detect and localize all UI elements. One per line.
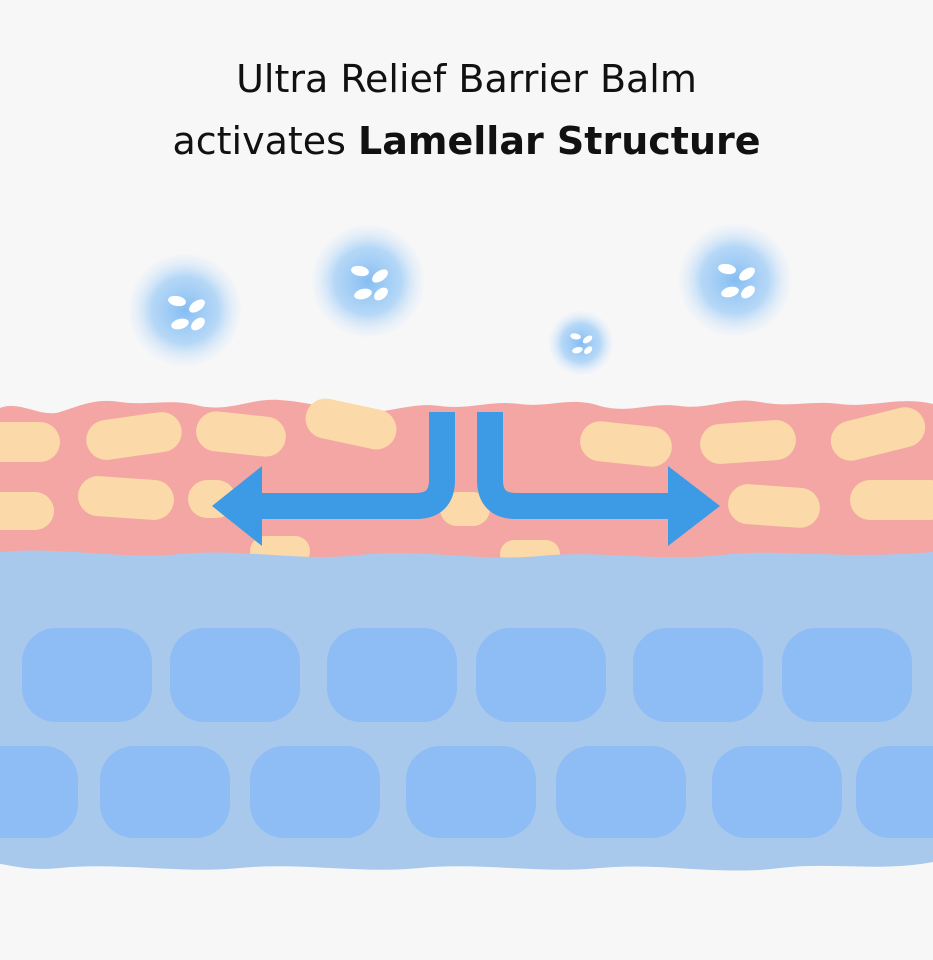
split-arrow-icon [212,412,720,546]
diagram-title: Ultra Relief Barrier Balm activates Lame… [0,48,933,172]
capsule-bubble-icon [312,225,424,337]
capsule-bubble-icon [679,224,791,336]
title-line-2: activates Lamellar Structure [0,110,933,172]
title-line-2-prefix: activates [172,119,359,163]
capsule-bubble-icon [129,254,241,366]
skin-cells-row-2 [0,746,933,838]
lipid-bars [0,398,933,568]
skin-cells-row-1 [22,628,912,722]
title-line-1: Ultra Relief Barrier Balm [236,57,697,101]
capsule-bubble-icon [549,311,613,375]
title-line-2-bold: Lamellar Structure [358,119,761,163]
